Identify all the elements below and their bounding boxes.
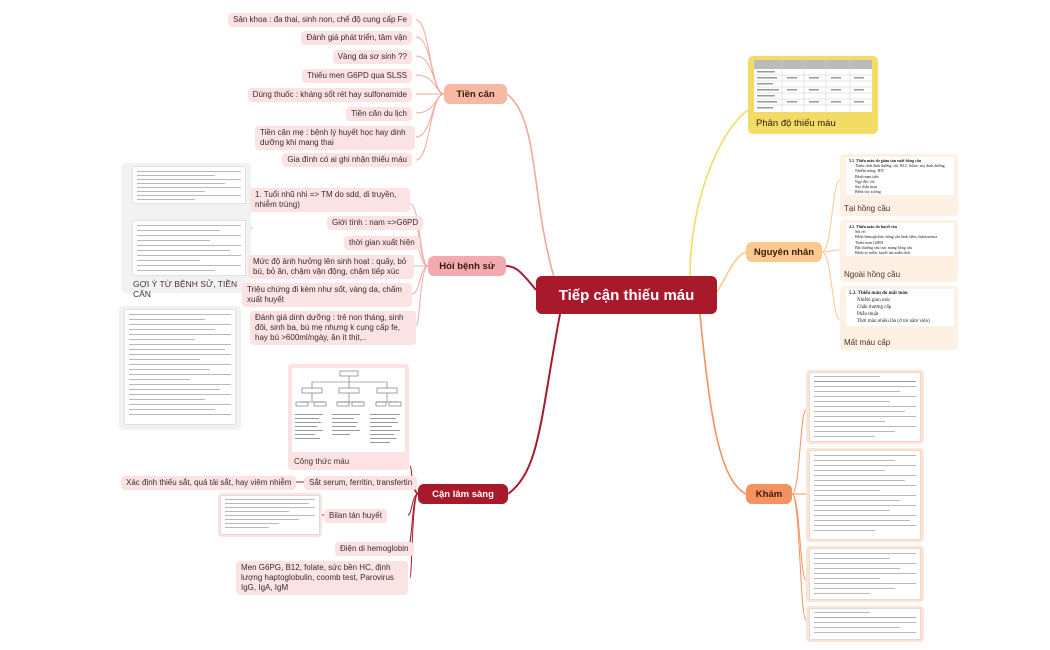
branch-nguyen-nhan[interactable]: Nguyên nhân	[746, 242, 822, 262]
branch-tien-can[interactable]: Tiền căn	[444, 84, 507, 104]
kham-image-2[interactable]	[806, 448, 924, 542]
nguyen-nhan-group-3-doc: 5.3. Thiếu máu do mất máu Nhiễm giun móc…	[846, 289, 954, 326]
hoi-benh-su-item-6[interactable]: Đánh giá dinh dưỡng : trẻ non tháng, sin…	[250, 311, 416, 345]
document-thumbnail	[125, 310, 235, 424]
group-1-line: Nhiễm trùng: HIV	[855, 168, 885, 174]
nguyen-nhan-group-2-label: Ngoài hồng cầu	[844, 270, 901, 279]
group-2-line: Bất thường cấu trúc màng hồng cầu	[855, 244, 913, 250]
tien-can-item-6[interactable]: Tiền căn du lịch	[346, 107, 412, 121]
link-kham	[699, 313, 747, 495]
hoi-benh-su-item-1[interactable]: 1. Tuổi nhũ nhi => TM do sdd, di truyền,…	[250, 188, 410, 212]
group-1-heading: 5.1. Thiếu máu do giảm sản xuất hồng cầu	[849, 158, 921, 163]
nguyen-nhan-group-1-label: Tại hồng cầu	[844, 204, 891, 213]
document-thumbnail	[810, 549, 920, 599]
group-2-line: Bệnh tự miễn, huyết tán miễn dịch	[855, 249, 911, 255]
phan-do-label: Phân độ thiếu máu	[756, 118, 836, 129]
group-3-heading: 5.3. Thiếu máu do mất máu	[849, 291, 908, 296]
kham-image-1[interactable]	[806, 370, 924, 444]
nguyen-nhan-group-3[interactable]: 5.3. Thiếu máu do mất máu Nhiễm giun móc…	[840, 286, 958, 350]
table-thumbnail	[754, 60, 872, 112]
group-2-heading: 4.2. Thiếu máu do huyết tán	[849, 224, 897, 229]
tien-can-item-8[interactable]: Gia đình có ai ghi nhận thiếu máu	[282, 153, 412, 167]
group-3-line: Nhiễm giun móc	[857, 298, 891, 303]
tien-can-item-5[interactable]: Dùng thuốc : kháng sốt rét hay sulfonami…	[247, 88, 412, 102]
document-thumbnail	[133, 167, 245, 203]
group-3-line: Phẫu thuật	[857, 312, 879, 317]
document-thumbnail	[221, 496, 319, 534]
document-image-card[interactable]	[119, 306, 241, 430]
hoi-benh-su-image-caption: GỢI Ý TỪ BỆNH SỬ, TIỀN CĂN	[133, 279, 238, 299]
group-1-line: Thiếu chất dinh dưỡng: sắt, B12, folate,…	[855, 163, 945, 169]
document-thumbnail	[133, 221, 245, 275]
kham-image-4[interactable]	[806, 606, 924, 642]
flowchart-thumbnail	[292, 368, 405, 452]
link-tien-can	[506, 93, 557, 285]
can-lam-sang-item-2[interactable]: Bilan tán huyết	[324, 509, 387, 523]
link-phan-do	[689, 109, 749, 277]
tien-can-item-7[interactable]: Tiền căn mẹ : bệnh lý huyết học hay dinh…	[255, 126, 415, 150]
link-nguyen-nhan	[716, 251, 747, 293]
branch-kham[interactable]: Khám	[746, 484, 792, 504]
link-can-lam-sang	[507, 313, 561, 495]
sat-serum-note[interactable]: Xác định thiếu sắt, quá tải sắt, hay viê…	[121, 476, 297, 490]
document-thumbnail	[810, 609, 920, 639]
hoi-benh-su-image-card[interactable]: GỢI Ý TỪ BỆNH SỬ, TIỀN CĂN	[121, 163, 251, 299]
can-lam-sang-item-4[interactable]: Men G6PG, B12, folate, sức bền HC, định …	[236, 561, 408, 595]
group-1-line: Bệnh tủy xương	[855, 189, 881, 195]
kham-image-3[interactable]	[806, 546, 924, 602]
group-3-line: Thời mãn nhiều lần (ở trẻ nằm viện)	[857, 319, 930, 324]
group-3-line: Chấn thương cấp	[857, 305, 892, 310]
branch-hoi-benh-su[interactable]: Hỏi bệnh sử	[428, 256, 506, 276]
branch-can-lam-sang[interactable]: Cận lâm sàng	[418, 484, 508, 504]
nguyen-nhan-group-3-label: Mất máu cấp	[844, 338, 891, 347]
group-1-line: Suy thận mạn	[855, 183, 877, 189]
tien-can-item-1[interactable]: Sản khoa : đa thai, sinh non, chế độ cun…	[228, 13, 412, 27]
group-2-line: Sốt rét	[855, 229, 866, 235]
cong-thuc-mau-image-card[interactable]: Công thức máu	[288, 364, 409, 470]
nguyen-nhan-group-2[interactable]: 4.2. Thiếu máu do huyết tán Sốt rét Bệnh…	[840, 220, 958, 282]
branch-phan-do[interactable]: Phân độ thiếu máu	[748, 56, 878, 134]
hoi-benh-su-item-4[interactable]: Mức độ ảnh hưởng lên sinh hoạt : quấy, b…	[248, 255, 414, 279]
hoi-benh-su-item-5[interactable]: Triệu chứng đi kèm như sốt, vàng da, chấ…	[242, 283, 412, 307]
can-lam-sang-item-3[interactable]: Điện di hemoglobin	[335, 542, 414, 556]
document-thumbnail	[810, 373, 920, 441]
tien-can-item-4[interactable]: Thiếu men G6PD qua SLSS	[301, 69, 412, 83]
nguyen-nhan-group-1-doc: 5.1. Thiếu máu do giảm sản xuất hồng cầu…	[846, 157, 954, 196]
tien-can-item-3[interactable]: Vàng da sơ sinh ??	[332, 50, 412, 64]
group-1-line: Ngộ độc chì	[855, 178, 875, 184]
document-thumbnail	[810, 451, 920, 539]
central-topic[interactable]: Tiếp cận thiếu máu	[536, 276, 717, 314]
cong-thuc-mau-caption: Công thức máu	[294, 457, 350, 466]
group-1-line: Bệnh mạn tính	[855, 173, 879, 179]
can-lam-sang-item-1[interactable]: Sắt serum, ferritin, transfertin	[304, 476, 418, 490]
bilan-tan-huyet-image-card[interactable]	[218, 493, 322, 537]
group-2-line: Thiếu men G6PD	[855, 239, 884, 245]
nguyen-nhan-group-2-doc: 4.2. Thiếu máu do huyết tán Sốt rét Bệnh…	[846, 223, 954, 257]
hoi-benh-su-item-3[interactable]: thời gian xuất hiện	[344, 236, 420, 250]
hoi-benh-su-item-2[interactable]: Giới tính : nam =>G6PD	[327, 216, 424, 230]
tien-can-item-2[interactable]: Đánh giá phát triển, tâm vận	[301, 31, 412, 45]
nguyen-nhan-group-1[interactable]: 5.1. Thiếu máu do giảm sản xuất hồng cầu…	[840, 154, 958, 216]
link-hoi-benh-su	[505, 265, 537, 291]
group-2-line: Bệnh hemoglobin: hồng cầu hình liềm, tha…	[855, 234, 938, 240]
